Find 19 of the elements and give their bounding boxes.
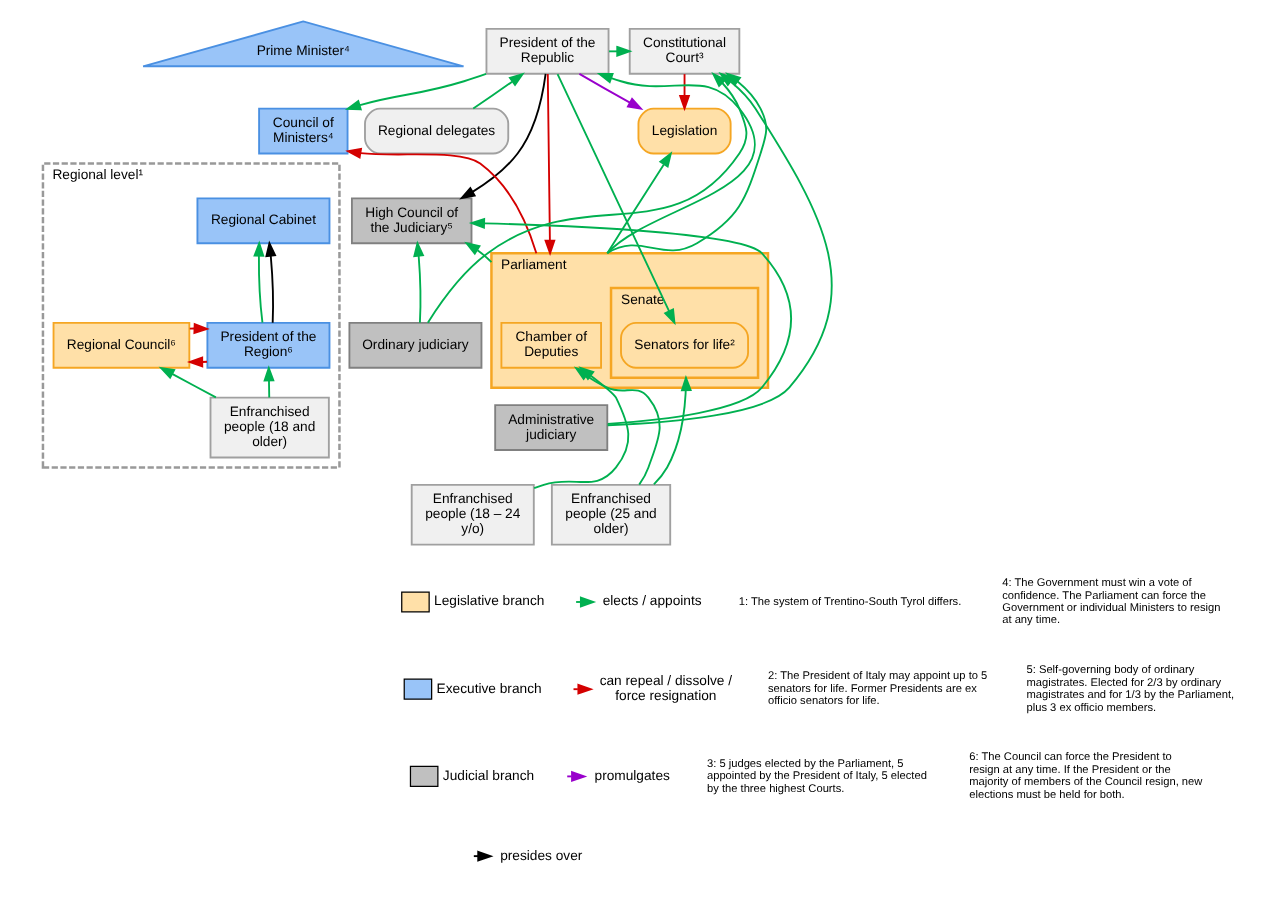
arrow (413, 240, 425, 324)
arrow (544, 73, 556, 256)
arrow (345, 147, 538, 255)
arrow (158, 366, 217, 399)
arrow (652, 374, 692, 486)
arrow (263, 365, 275, 399)
arrow (186, 356, 208, 368)
arrow (344, 72, 487, 111)
arrow (265, 240, 277, 324)
arrow (606, 151, 673, 255)
arrow (459, 72, 547, 200)
arrow (472, 72, 525, 110)
arrow (556, 73, 676, 326)
arrow (253, 240, 265, 324)
arrow (608, 45, 633, 57)
arrow (464, 241, 493, 264)
arrow (578, 72, 644, 110)
arrow (678, 73, 691, 112)
arrow (468, 217, 793, 425)
